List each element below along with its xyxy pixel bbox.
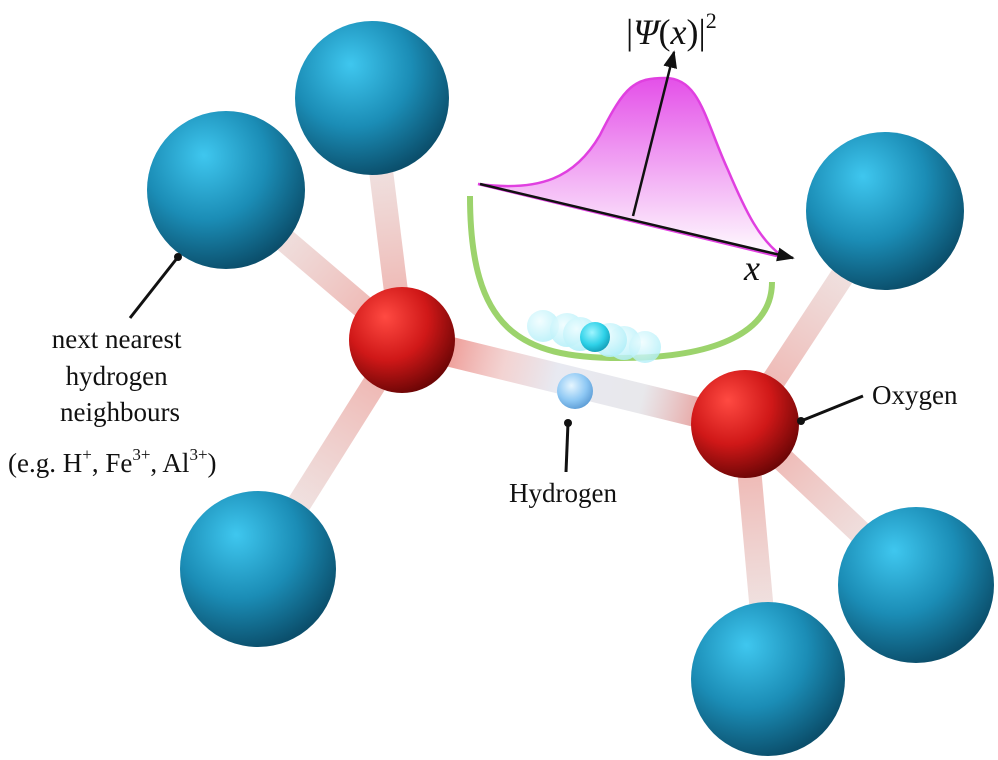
hydrogen-leader-line xyxy=(564,422,570,473)
neighbour-atoms xyxy=(147,21,994,756)
neighbours-label-line-2: hydrogen xyxy=(66,361,168,391)
neighbour-atom-bottom xyxy=(691,602,845,756)
hydrogen-atom xyxy=(557,373,593,409)
x-axis xyxy=(479,182,795,262)
neighbour-atom-top xyxy=(295,21,449,175)
probability-density-curve xyxy=(477,76,786,260)
y-axis-label: |Ψ(x)|2 xyxy=(626,8,717,52)
x-axis-label: x xyxy=(743,248,760,288)
neighbours-leader-line xyxy=(128,256,180,319)
hydrogen-most-probable-position xyxy=(580,322,610,352)
y-axis xyxy=(631,50,677,217)
oxygen-label: Oxygen xyxy=(872,380,958,410)
leader-lines xyxy=(128,253,864,473)
potential-well-curve xyxy=(467,195,775,362)
neighbours-label: next nearest hydrogen neighbours xyxy=(52,324,188,427)
neighbours-label-line-1: next nearest xyxy=(52,324,182,354)
neighbour-atom-upper-left xyxy=(147,111,305,269)
oxygen-atom-left xyxy=(349,287,455,393)
oxygen-leader-line xyxy=(800,394,864,423)
hydrogen-label: Hydrogen xyxy=(509,478,617,508)
neighbour-atom-lower-right xyxy=(838,507,994,663)
neighbours-label-line-3: neighbours xyxy=(60,397,180,427)
probability-density-plot: |Ψ(x)|2 x xyxy=(467,8,795,363)
oxygen-atom-right xyxy=(691,370,799,478)
neighbour-atom-lower-left xyxy=(180,491,336,647)
hydrogen-position-smear xyxy=(527,310,661,363)
neighbour-atom-upper-right xyxy=(806,132,964,290)
neighbours-label-examples: (e.g. H+, Fe3+, Al3+) xyxy=(8,445,217,478)
